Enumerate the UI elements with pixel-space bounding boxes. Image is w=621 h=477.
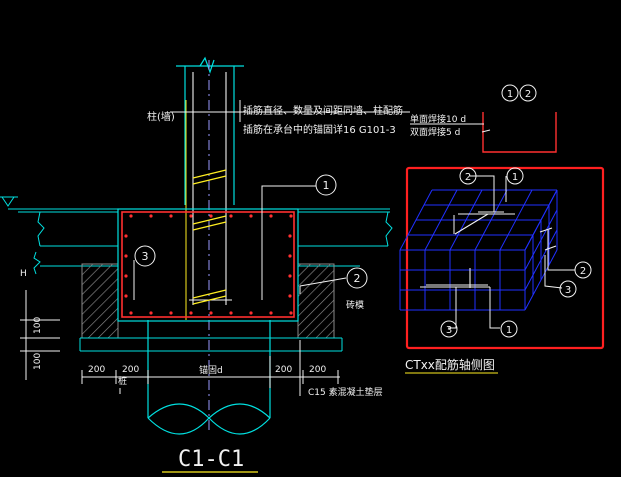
section-title: C1-C1 <box>178 447 244 472</box>
dim-100-a: 100 <box>33 317 43 334</box>
anchor-label: 锚固d <box>199 364 223 376</box>
dimension-lines <box>20 290 340 394</box>
axon-callouts: 2 1 2 3 3 1 <box>440 167 592 338</box>
axon-callout-1-top: 1 <box>512 172 518 183</box>
rebar-dot <box>288 294 292 298</box>
column-rebars <box>189 72 232 305</box>
callout-2: 2 <box>346 267 368 289</box>
cushion-layer <box>79 337 343 352</box>
cage-insert-bar <box>539 227 553 233</box>
rebar-dot <box>124 234 128 238</box>
cage-insert-bar <box>544 245 557 251</box>
axon-callout-2-right: 2 <box>580 266 586 277</box>
rebar-dot <box>289 214 293 218</box>
callout-1: 1 <box>315 174 337 196</box>
single-weld-label: 单面焊接10 d <box>410 113 466 125</box>
rebar-dot <box>209 311 213 315</box>
column-stirrups <box>192 169 227 305</box>
rebar-dot <box>149 311 153 315</box>
brick-mold-label: 砖模 <box>346 299 364 311</box>
callout-3: 3 <box>134 245 156 267</box>
rebar-cage-axonometric <box>399 189 558 311</box>
leader-lines <box>133 100 410 396</box>
weld-detail: 1 2 单面焊接10 d 双面焊接5 d <box>410 84 557 153</box>
dim-200-b: 200 <box>122 365 139 375</box>
rebar-dot <box>289 311 293 315</box>
rebar-dot <box>288 274 292 278</box>
rebar-dot <box>249 214 253 218</box>
rebar-dot <box>288 254 292 258</box>
callout-3-text: 3 <box>142 250 149 263</box>
axon-highlight-frame <box>405 166 605 350</box>
pile-cap <box>117 208 299 322</box>
dim-200-c: 200 <box>275 365 292 375</box>
rebar-dot <box>249 311 253 315</box>
rebar-dot <box>209 214 213 218</box>
double-weld-label: 双面焊接5 d <box>410 126 460 138</box>
note-line-1: 插筋直径、数量及间距同墙、柱配筋 <box>243 104 403 117</box>
rebar-dot <box>124 294 128 298</box>
pile-cap-rebar-dots <box>124 214 293 315</box>
h-mark: H <box>20 269 27 279</box>
dim-100-b: 100 <box>33 353 43 370</box>
rebar-dot <box>189 214 193 218</box>
rebar-dot <box>129 214 133 218</box>
rebar-dot <box>129 311 133 315</box>
rebar-dot <box>189 311 193 315</box>
note-line-2: 插筋在承台中的锚固详16 G101-3 <box>243 123 396 136</box>
dim-200-a: 200 <box>88 365 105 375</box>
axon-callout-3-bottom: 3 <box>446 325 452 336</box>
rebar-dot <box>124 254 128 258</box>
weld-callout-2: 2 <box>525 89 531 100</box>
rebar-dot <box>229 214 233 218</box>
cushion-label: C15 素混凝土垫层 <box>308 386 383 398</box>
cage-insert-bar <box>454 213 489 235</box>
axon-title: CTxx配筋轴侧图 <box>405 357 495 372</box>
axon-leaders <box>420 175 575 329</box>
rebar-dot <box>124 274 128 278</box>
rebar-dot <box>269 214 273 218</box>
pile-label: 桩 <box>118 375 127 387</box>
rebar-dot <box>149 214 153 218</box>
rebar-dot <box>288 234 292 238</box>
brick-mold-hatch <box>81 263 335 339</box>
rebar-dot <box>229 311 233 315</box>
slab-lines <box>8 208 393 275</box>
rebar-dot <box>269 311 273 315</box>
weld-callout-1: 1 <box>507 89 513 100</box>
elevation-marker <box>0 196 18 207</box>
axon-callout-2-top: 2 <box>465 172 471 183</box>
column <box>176 56 244 205</box>
callout-1-text: 1 <box>323 179 330 192</box>
column-label: 柱(墙) <box>147 110 175 123</box>
dim-200-d: 200 <box>309 365 326 375</box>
axon-callout-1-bottom: 1 <box>506 325 512 336</box>
axon-callout-3-right: 3 <box>565 285 571 296</box>
rebar-dot <box>169 311 173 315</box>
callout-2-text: 2 <box>354 272 361 285</box>
rebar-dot <box>169 214 173 218</box>
